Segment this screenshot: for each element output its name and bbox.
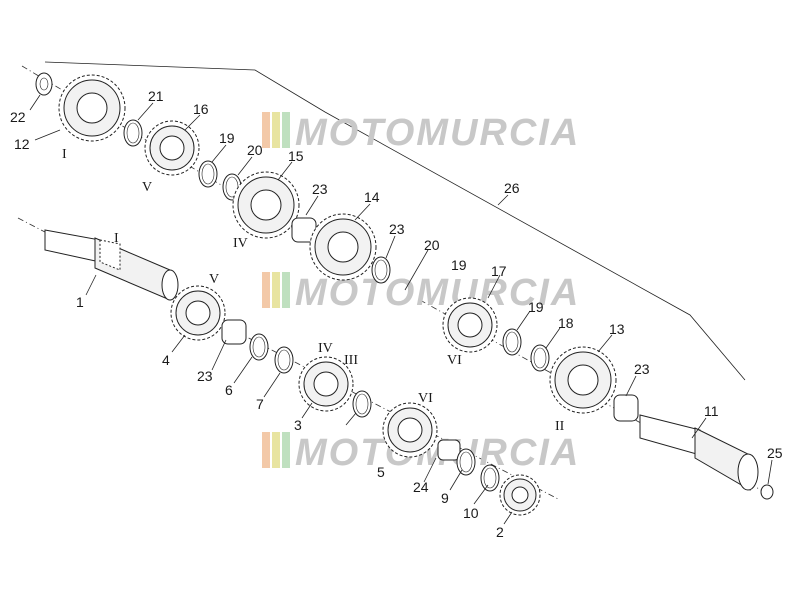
watermark-top: MOTOMURCIA	[262, 112, 580, 154]
gear-2	[499, 474, 541, 516]
label-19a: 19	[219, 130, 235, 146]
svg-text:MOTOMURCIA: MOTOMURCIA	[295, 112, 580, 154]
label-4: 4	[162, 352, 170, 368]
label-16: 16	[193, 101, 209, 117]
label-22: 22	[10, 109, 26, 125]
svg-text:MOTOMURCIA: MOTOMURCIA	[295, 432, 580, 474]
washer-9	[456, 448, 476, 476]
gear-17	[442, 297, 498, 353]
circlip-19-lower	[502, 328, 522, 356]
numeral-gear-5: VI	[418, 391, 433, 406]
numeral-gear-13: II	[555, 419, 565, 434]
gear-4	[170, 285, 226, 341]
gear-16	[144, 120, 200, 176]
gear-13	[549, 346, 617, 414]
label-18: 18	[558, 315, 574, 331]
label-14: 14	[364, 189, 380, 205]
numeral-gear-3-iv: IV	[318, 341, 333, 356]
gear-14	[309, 213, 377, 281]
label-7: 7	[256, 396, 264, 412]
washer-18	[530, 344, 550, 372]
main-shaft-1	[44, 229, 179, 301]
numeral-gear-4: V	[209, 272, 219, 287]
label-5: 5	[377, 464, 385, 480]
leader-26	[497, 194, 509, 206]
label-20b: 20	[424, 237, 440, 253]
label-3: 3	[294, 417, 302, 433]
label-23b: 23	[389, 221, 405, 237]
numeral-gear-3-iii: III	[344, 353, 358, 368]
label-23c: 23	[197, 368, 213, 384]
label-19c: 19	[528, 299, 544, 315]
gear-15	[232, 171, 300, 239]
label-25: 25	[767, 445, 783, 461]
label-12: 12	[14, 136, 30, 152]
label-23a: 23	[312, 181, 328, 197]
label-2: 2	[496, 524, 504, 540]
bushing-23-b	[371, 256, 391, 284]
label-24: 24	[413, 479, 429, 495]
leader-lines	[29, 94, 773, 525]
label-13: 13	[609, 321, 625, 337]
numeral-shaft-1: I	[114, 231, 119, 246]
numeral-gear-15: IV	[233, 236, 248, 251]
label-26: 26	[504, 180, 520, 196]
watermark-bottom: MOTOMURCIA	[262, 432, 580, 474]
circlip-7	[274, 346, 294, 374]
part-labels: 22 12 21 16 19 20 15 23 14 23 20 19 17 1…	[10, 88, 783, 540]
label-21: 21	[148, 88, 164, 104]
bushing-24	[437, 439, 461, 461]
numeral-gear-12: I	[62, 147, 67, 162]
bushing-23-lower	[613, 394, 639, 422]
group-bracket-26	[44, 61, 746, 381]
circlip-10	[480, 464, 500, 492]
gear-numerals: I V IV I V IV III VI VI II	[62, 147, 565, 434]
washer-6	[249, 333, 269, 361]
label-15: 15	[288, 148, 304, 164]
numeral-gear-16: V	[142, 180, 152, 195]
gear-12	[58, 74, 126, 142]
label-6: 6	[225, 382, 233, 398]
output-shaft-11	[639, 414, 759, 491]
label-17: 17	[491, 263, 507, 279]
label-20a: 20	[247, 142, 263, 158]
label-10: 10	[463, 505, 479, 521]
label-19b: 19	[451, 257, 467, 273]
bushing-23-main	[221, 319, 247, 345]
cap-25	[760, 484, 774, 500]
label-9: 9	[441, 490, 449, 506]
label-11: 11	[704, 403, 719, 419]
washer-22	[35, 72, 53, 96]
label-1: 1	[76, 294, 84, 310]
label-23d: 23	[634, 361, 650, 377]
numeral-gear-17: VI	[447, 353, 462, 368]
gear-5	[382, 402, 438, 458]
circlip-19-upper	[198, 160, 218, 188]
ring-21	[123, 119, 143, 147]
